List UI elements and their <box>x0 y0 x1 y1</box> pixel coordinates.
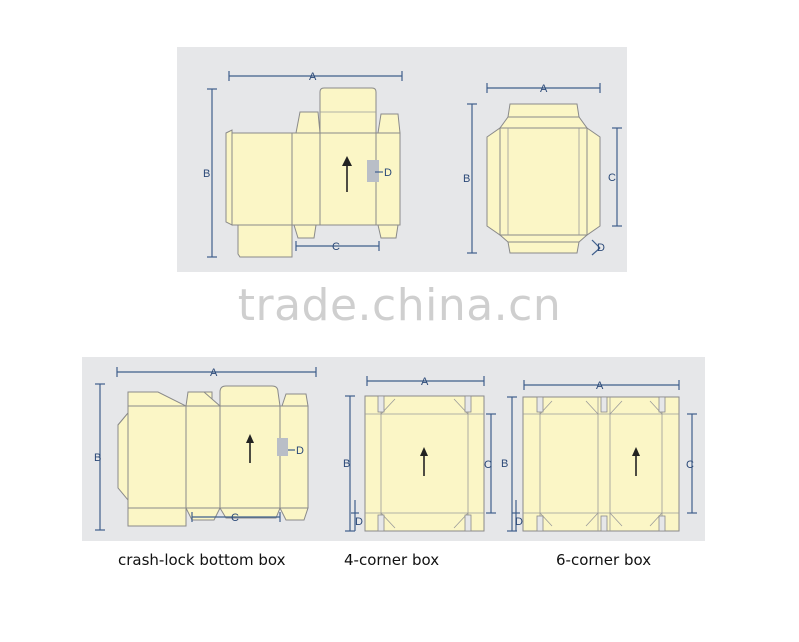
tray-base <box>499 127 588 236</box>
dust-flap-top-left <box>295 111 321 134</box>
dimension-a-label: A <box>596 380 604 392</box>
dimension-c-label: C <box>231 512 239 524</box>
dimension-c-label: C <box>332 241 340 253</box>
caption-six-corner-box: 6-corner box <box>556 551 652 569</box>
crash-left-lip <box>117 411 129 502</box>
dimension-c-label: C <box>686 459 694 471</box>
bottom-flap <box>237 224 293 258</box>
dimension-d-label: D <box>597 242 605 254</box>
caption-crash-lock-bottom-box: crash-lock bottom box <box>118 551 286 569</box>
right-panel <box>375 132 401 226</box>
tray-top-flap <box>507 103 580 118</box>
dimension-b-label: B <box>94 452 101 464</box>
crash-panel-3 <box>219 405 281 509</box>
dimension-c-label: C <box>484 459 492 471</box>
crash-panel-1-body <box>127 405 187 509</box>
side-panel <box>291 132 321 226</box>
tray-left-wall <box>486 127 501 236</box>
glue-tab-marker <box>367 160 379 182</box>
crash-panel-2 <box>185 405 221 509</box>
tray-box-dieline <box>467 83 622 256</box>
dust-flap-bottom-left <box>293 224 317 239</box>
dust-flap-bottom-right <box>377 224 399 239</box>
left-side-panel <box>225 129 233 226</box>
six-corner-blank <box>522 396 680 532</box>
top-tuck-flap <box>319 87 377 134</box>
tuck-box-dieline <box>207 71 403 258</box>
dimension-b-label: B <box>343 458 350 470</box>
dimension-c-label: C <box>608 172 616 184</box>
crash-panel-3-top <box>219 385 281 407</box>
dimension-d-label: D <box>515 516 523 528</box>
dimension-a-label: A <box>309 71 317 83</box>
glue-tab-marker <box>277 438 288 456</box>
crash-panel-2-bottom <box>185 507 221 521</box>
tray-bottom-flap <box>507 241 580 254</box>
crash-bottom-flap <box>127 507 187 527</box>
watermark: trade.china.cn <box>237 280 562 331</box>
crash-panel-4-bottom <box>279 507 309 521</box>
dimension-d-label: D <box>355 516 363 528</box>
tray-right-wall <box>586 127 601 236</box>
crash-panel-4 <box>279 405 309 509</box>
dust-flap-top-right <box>377 113 401 134</box>
crash-panel-3-bottom <box>219 507 281 519</box>
six-corner-dieline <box>507 380 697 532</box>
tray-top-wall <box>499 116 588 129</box>
dimension-a-label: A <box>540 83 548 95</box>
dimension-b-label: B <box>501 458 508 470</box>
tray-bottom-wall <box>498 234 589 243</box>
dimension-a-label: A <box>210 367 218 379</box>
dimension-b-label: B <box>463 173 470 185</box>
four-corner-dieline <box>345 376 496 532</box>
dimension-b-label: B <box>203 168 210 180</box>
crash-lock-dieline <box>95 367 317 531</box>
dimension-a-label: A <box>421 376 429 388</box>
crash-panel-2-lock <box>185 391 222 407</box>
crash-panel-4-top <box>281 393 309 407</box>
caption-four-corner-box: 4-corner box <box>344 551 440 569</box>
dimension-d-label: D <box>296 445 304 457</box>
dimension-d-label: D <box>384 167 392 179</box>
first-panel <box>231 132 293 226</box>
